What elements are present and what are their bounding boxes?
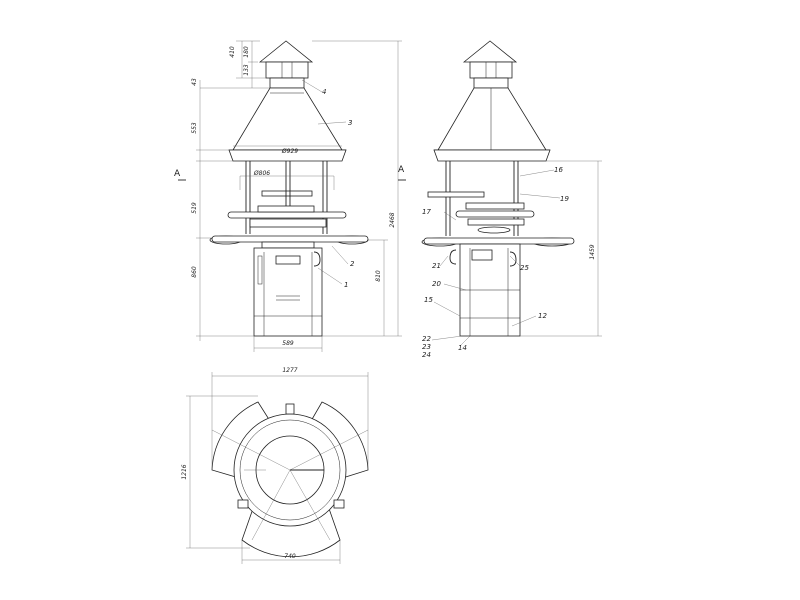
front-chimney-cap: [258, 40, 314, 63]
dim-553: 553: [191, 122, 198, 134]
side-spit-bar: [427, 191, 485, 198]
callout-4: 4: [322, 88, 326, 96]
front-grill-bar: [227, 211, 347, 219]
callout-21: 21: [432, 262, 441, 270]
dim-740: 740: [284, 553, 296, 560]
callout-25: 25: [520, 264, 529, 272]
callout-3: 3: [348, 119, 352, 127]
callout-15: 15: [424, 296, 433, 304]
dim-410: 410: [229, 46, 236, 58]
front-spit-bar: [261, 190, 313, 197]
side-hood: [437, 87, 547, 151]
dim-1277: 1277: [282, 367, 297, 374]
dim-860: 860: [191, 266, 198, 278]
front-hood-rim: [228, 149, 347, 162]
front-view: 410 180 133 43 553 519 860 2468 810 589 …: [174, 40, 406, 352]
callout-19: 19: [560, 195, 569, 203]
callout-1: 1: [344, 281, 348, 289]
callout-16: 16: [554, 166, 563, 174]
callout-24: 24: [422, 351, 431, 359]
dim-810: 810: [375, 270, 382, 282]
front-hood: [232, 87, 343, 151]
dim-519: 519: [191, 202, 198, 214]
dim-133: 133: [243, 64, 250, 76]
callout-14: 14: [458, 344, 467, 352]
section-label-left: A: [174, 169, 181, 179]
section-label-right: A: [398, 165, 405, 175]
callout-17: 17: [422, 208, 431, 216]
dim-1459: 1459: [589, 244, 596, 259]
callout-20: 20: [432, 280, 441, 288]
top-view: 1277 1216 740: [181, 367, 369, 564]
dim-dia806: Ø806: [253, 170, 270, 177]
dim-1216: 1216: [181, 464, 188, 479]
dim-180: 180: [243, 46, 250, 58]
callout-2: 2: [350, 260, 355, 268]
callout-22: 22: [422, 335, 431, 343]
callout-12: 12: [538, 312, 547, 320]
side-table-top: [423, 237, 575, 245]
side-view: 1459 16 19 17 21 25 20 15 12 22 23 24 14: [421, 40, 602, 359]
front-chimney-pipe: [265, 61, 309, 79]
callout-23: 23: [422, 343, 431, 351]
front-chimney-collar: [269, 77, 305, 89]
front-base-box: [253, 247, 323, 337]
dim-589: 589: [282, 340, 294, 347]
dim-2468: 2468: [389, 212, 396, 227]
side-chimney-cap: [462, 40, 518, 63]
front-table-top: [211, 235, 369, 243]
dim-dia929: Ø929: [281, 148, 298, 155]
dim-43: 43: [191, 78, 198, 86]
